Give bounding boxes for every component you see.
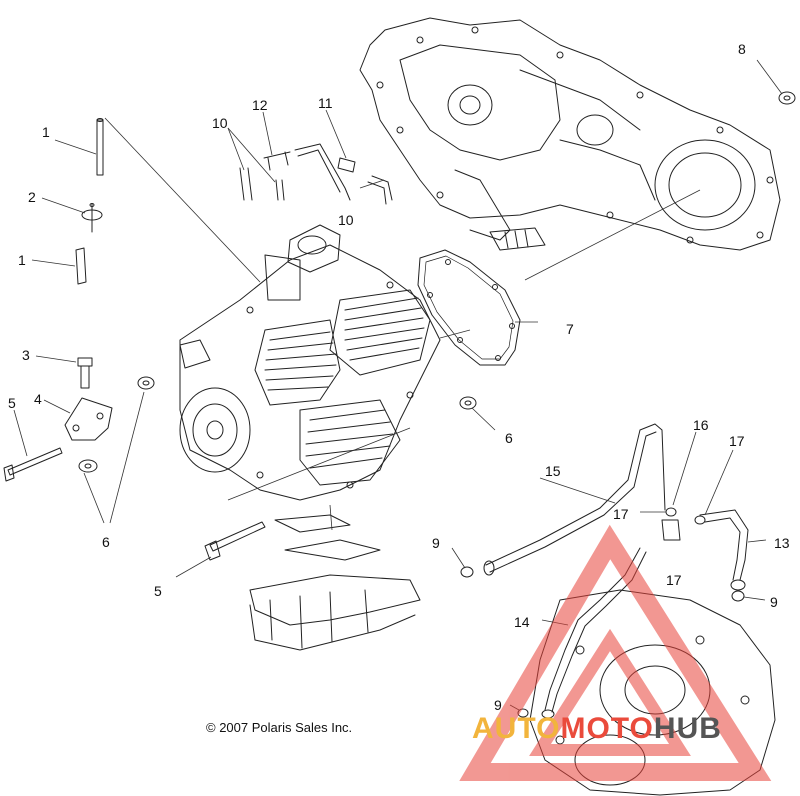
part-17-clamp-b: [694, 515, 706, 525]
callout-5-left: 5: [8, 395, 16, 411]
callout-15: 15: [545, 463, 561, 479]
part-11-clamp: [337, 157, 356, 173]
part-10-hose-upper: [294, 143, 351, 201]
callout-6-right: 6: [505, 430, 513, 446]
leader-lines: [13, 59, 783, 711]
part-3-bolt: [77, 357, 93, 389]
callout-11: 11: [318, 95, 333, 111]
part-8-fastener: [778, 91, 796, 105]
callout-17-lower: 17: [666, 572, 682, 588]
part-9-cap-b: [731, 590, 745, 602]
watermark-text: AUTOMOTOHUB: [472, 712, 722, 746]
part-16-fitting: [661, 519, 681, 541]
part-17-clamp-a: [665, 507, 677, 517]
part-6-bushing-b: [78, 459, 98, 473]
part-6-bushing-c: [459, 396, 477, 410]
transmission-housing: [359, 17, 781, 251]
part-13-hose: [699, 509, 749, 581]
callout-1-upper: 1: [42, 124, 50, 140]
callout-9-left: 9: [432, 535, 440, 551]
callout-17-right: 17: [729, 433, 745, 449]
callout-2: 2: [28, 189, 36, 205]
callout-10-left: 10: [212, 115, 228, 131]
callout-3: 3: [22, 347, 30, 363]
part-15-hose: [485, 423, 666, 573]
callout-7: 7: [566, 321, 574, 337]
callout-6-left: 6: [102, 534, 110, 550]
part-10-hose-left: [239, 167, 253, 201]
callout-12: 12: [252, 97, 268, 113]
callout-13: 13: [774, 535, 790, 551]
watermark-part-2: MOTO: [560, 712, 654, 745]
part-1-pin-lower: [75, 247, 87, 285]
part-12-fitting: [263, 151, 291, 171]
part-1-pin-upper: [96, 119, 104, 176]
part-7-gasket: [417, 249, 521, 366]
watermark-part-3: HUB: [653, 712, 722, 745]
callout-9-right: 9: [770, 594, 778, 610]
callout-17-left: 17: [613, 506, 629, 522]
part-9-cap-a: [460, 566, 474, 578]
callout-10-right: 10: [338, 212, 354, 228]
callout-16: 16: [693, 417, 709, 433]
engine-block: [179, 224, 441, 501]
part-6-bushing-a: [137, 376, 155, 390]
watermark-part-1: AUTO: [472, 712, 561, 745]
copyright-notice: © 2007 Polaris Sales Inc.: [206, 720, 353, 735]
callout-14: 14: [514, 614, 530, 630]
part-5-bolt-center: [209, 521, 266, 552]
frame-section: [249, 514, 421, 651]
callout-1-lower: 1: [18, 252, 26, 268]
callout-9-bottom: 9: [494, 697, 502, 713]
callout-5-center: 5: [154, 583, 162, 599]
watermark-logo-icon: [459, 524, 772, 781]
callout-4: 4: [34, 391, 42, 407]
part-2-grommet: [81, 203, 103, 233]
part-5-bolt-left: [7, 447, 63, 476]
part-4-bracket: [64, 397, 113, 441]
callout-8: 8: [738, 41, 746, 57]
